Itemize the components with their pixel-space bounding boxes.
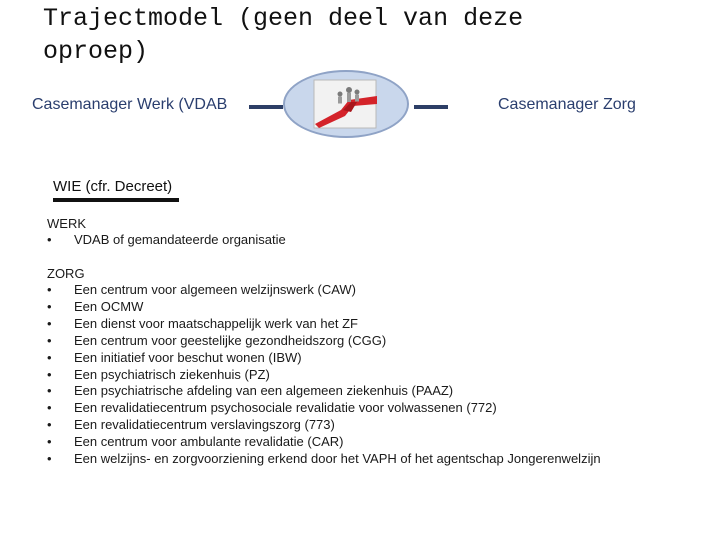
zorg-list-item: • Een centrum voor algemeen welzijnswerk … bbox=[47, 282, 601, 299]
bullet-icon: • bbox=[47, 349, 52, 365]
zorg-list-item: • Een initiatief voor beschut wonen (IBW) bbox=[47, 350, 601, 367]
bullet-icon: • bbox=[47, 451, 52, 467]
zorg-item-text: Een OCMW bbox=[74, 298, 144, 314]
zorg-item-text: Een initiatief voor beschut wonen (IBW) bbox=[74, 349, 302, 365]
zorg-item-text: Een dienst voor maatschappelijk werk van… bbox=[74, 315, 358, 331]
zorg-item-text: Een revalidatiecentrum verslavingszorg (… bbox=[74, 417, 335, 433]
casemanager-werk-label: Casemanager Werk (VDAB bbox=[32, 96, 228, 113]
connector-left bbox=[249, 105, 283, 109]
zorg-list-item: • Een psychiatrische afdeling van een alg… bbox=[47, 383, 601, 400]
zorg-item-text: Een psychiatrisch ziekenhuis (PZ) bbox=[74, 366, 270, 382]
zorg-list: • Een centrum voor algemeen welzijnswerk … bbox=[47, 282, 601, 468]
zorg-list-item: • Een revalidatiecentrum verslavingszorg … bbox=[47, 417, 601, 434]
zorg-list-item: • Een revalidatiecentrum psychosociale re… bbox=[47, 400, 601, 417]
zorg-list-item: • Een welzijns- en zorgvoorziening erkend… bbox=[47, 451, 601, 468]
werk-list: • VDAB of gemandateerde organisatie bbox=[47, 232, 286, 249]
road-with-people-icon bbox=[313, 79, 377, 129]
bullet-icon: • bbox=[47, 332, 52, 348]
bullet-icon: • bbox=[47, 298, 52, 314]
zorg-item-text: Een centrum voor geestelijke gezondheids… bbox=[74, 332, 387, 348]
bullet-icon: • bbox=[47, 366, 52, 382]
bullet-icon: • bbox=[47, 434, 52, 450]
slide-title-line-2: oproep) bbox=[43, 37, 149, 66]
bullet-icon: • bbox=[47, 400, 52, 416]
casemanager-zorg-label: Casemanager Zorg bbox=[498, 96, 636, 113]
zorg-item-text: Een centrum voor algemeen welzijnswerk (… bbox=[74, 282, 357, 297]
zorg-item-text: Een welzijns- en zorgvoorziening erkend … bbox=[74, 451, 601, 467]
bullet-icon: • bbox=[47, 232, 52, 247]
zorg-heading: ZORG bbox=[47, 266, 85, 281]
zorg-list-item: • Een OCMW bbox=[47, 299, 601, 316]
zorg-item-text: Een centrum voor ambulante revalidatie (… bbox=[74, 434, 344, 450]
zorg-list-item: • Een centrum voor ambulante revalidatie … bbox=[47, 434, 601, 451]
wie-heading: WIE (cfr. Decreet) bbox=[53, 178, 179, 202]
zorg-item-text: Een revalidatiecentrum psychosociale rev… bbox=[74, 400, 497, 416]
werk-heading: WERK bbox=[47, 216, 86, 231]
werk-list-item: • VDAB of gemandateerde organisatie bbox=[47, 232, 286, 249]
slide-title: Trajectmodel (geen deel van deze oproep) bbox=[43, 2, 643, 68]
zorg-list-item: • Een dienst voor maatschappelijk werk va… bbox=[47, 316, 601, 333]
slide-title-line-1: Trajectmodel (geen deel van deze bbox=[43, 4, 524, 33]
bullet-icon: • bbox=[47, 383, 52, 399]
connector-right bbox=[414, 105, 448, 109]
zorg-item-text: Een psychiatrische afdeling van een alge… bbox=[74, 383, 454, 399]
zorg-list-item: • Een psychiatrisch ziekenhuis (PZ) bbox=[47, 367, 601, 384]
bullet-icon: • bbox=[47, 282, 52, 297]
bullet-icon: • bbox=[47, 417, 52, 433]
bullet-icon: • bbox=[47, 315, 52, 331]
zorg-list-item: • Een centrum voor geestelijke gezondheid… bbox=[47, 333, 601, 350]
werk-item-text: VDAB of gemandateerde organisatie bbox=[74, 232, 286, 247]
